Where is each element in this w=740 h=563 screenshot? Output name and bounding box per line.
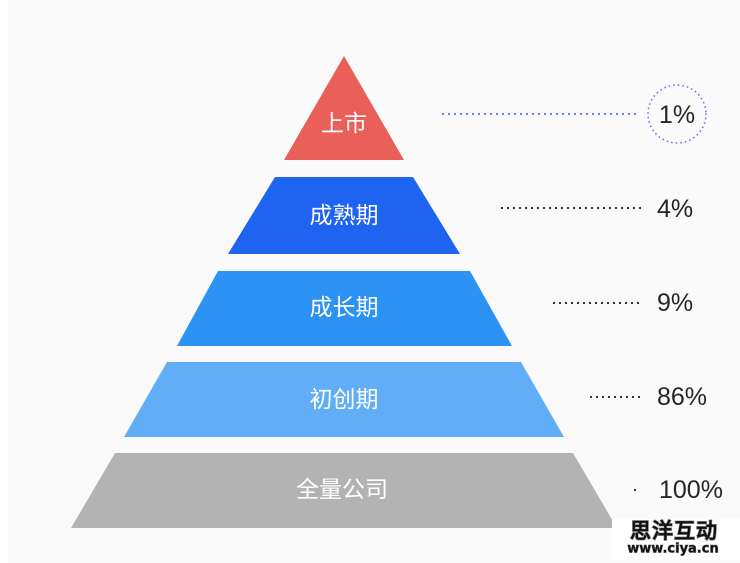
pyramid-level-shape [284, 56, 404, 160]
pyramid-level-label: 上市 [321, 111, 367, 137]
pyramid-level-all-companies: 全量公司 [71, 453, 617, 528]
pyramid-level-label: 成熟期 [310, 203, 379, 229]
pyramid-level-shape [124, 362, 564, 437]
pyramid-level-shape [177, 271, 512, 346]
percentage-value: 4% [657, 195, 693, 223]
pyramid-level-shape [228, 177, 460, 254]
pyramid-level-growth: 成长期 [177, 271, 512, 346]
pyramid-level-startup: 初创期 [124, 362, 564, 437]
pyramid-level-label: 全量公司 [296, 477, 388, 503]
pyramid-level-label: 成长期 [310, 295, 379, 321]
watermark-name: 思洋互动 [630, 519, 718, 543]
callout-all-companies: 100% [633, 476, 723, 504]
pyramid-level-label: 初创期 [310, 387, 379, 413]
callout-growth: 9% [552, 289, 693, 317]
left-edge-strip [0, 0, 8, 563]
watermark-background [612, 519, 740, 560]
percentage-value: 100% [659, 476, 723, 504]
percentage-value: 1% [659, 101, 695, 129]
highlight-ring-icon [647, 84, 707, 144]
callout-startup: 86% [589, 383, 707, 411]
percentage-value: 86% [657, 383, 707, 411]
callout-mature: 4% [500, 195, 693, 223]
pyramid-level-shape [71, 453, 617, 528]
percentage-value: 9% [657, 289, 693, 317]
watermark: 思洋互动 www.ciya.cn [612, 518, 740, 560]
pyramid-level-listed: 上市 [284, 56, 404, 160]
pyramid-level-mature: 成熟期 [228, 177, 460, 254]
callout-listed: 1% [441, 84, 707, 144]
watermark-url: www.ciya.cn [627, 542, 718, 557]
